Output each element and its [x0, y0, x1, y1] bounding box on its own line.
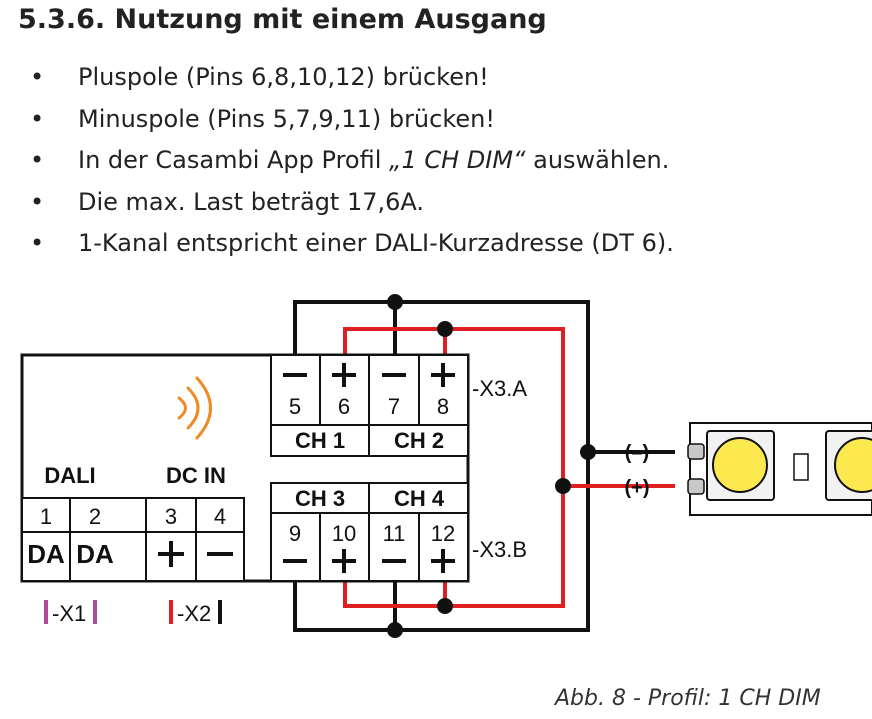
- x3a-label: -X3.A: [472, 376, 527, 401]
- dali-leads: [44, 600, 97, 624]
- pin-number: 5: [289, 394, 301, 419]
- pin-number: 7: [388, 394, 400, 419]
- profile-name: „1 CH DIM“: [389, 146, 526, 174]
- channel-label: CH 2: [394, 428, 444, 453]
- pin-number: 4: [214, 504, 226, 529]
- x1-label: -X1: [52, 601, 86, 626]
- led-strip: [687, 422, 872, 516]
- instruction-text: Die max. Last beträgt 17,6A.: [78, 187, 425, 216]
- pin-symbols-x3b: [283, 549, 455, 573]
- dali-signal-label: DA: [76, 539, 114, 569]
- connector-x3b: [270, 482, 469, 582]
- dc-pin-symbols: [158, 541, 233, 567]
- figure-caption: Abb. 8 - Profil: 1 CH DIM: [555, 686, 821, 711]
- pin-number: 2: [89, 504, 101, 529]
- x2-label: -X2: [177, 601, 211, 626]
- instruction-text: auswählen.: [525, 146, 670, 174]
- connector-x3a: [270, 354, 469, 457]
- wireless-icon: [177, 376, 212, 440]
- instruction-item: In der Casambi App Profil „1 CH DIM“ aus…: [30, 145, 674, 187]
- dcin-label: DC IN: [166, 463, 226, 488]
- pin-number: 3: [165, 504, 177, 529]
- instruction-list: Pluspole (Pins 6,8,10,12) brücken! Minus…: [30, 62, 674, 270]
- channel-label: CH 3: [295, 486, 345, 511]
- instruction-text: Pluspole (Pins 6,8,10,12) brücken!: [78, 63, 489, 91]
- junction-dots: [387, 294, 596, 638]
- pin-number: 1: [40, 504, 52, 529]
- dali-label: DALI: [44, 463, 95, 488]
- pin-number: 11: [383, 521, 406, 546]
- instruction-text: Minuspole (Pins 5,7,9,11) brücken!: [78, 104, 495, 133]
- terminal-block-x1-x2: [21, 497, 245, 582]
- instruction-item: 1-Kanal entspricht einer DALI-Kurzadress…: [30, 228, 674, 270]
- pin-number: 12: [431, 521, 455, 546]
- instruction-text: 1-Kanal entspricht einer DALI-Kurzadress…: [78, 229, 674, 257]
- pin-number: 10: [332, 521, 356, 546]
- instruction-text: In der Casambi App Profil: [78, 146, 390, 174]
- section-heading: 5.3.6. Nutzung mit einem Ausgang: [18, 4, 547, 35]
- pin-number: 8: [437, 394, 449, 419]
- led-plus-label: (+): [625, 477, 650, 499]
- pin-symbols-x3a: [283, 363, 455, 387]
- instruction-item: Die max. Last beträgt 17,6A.: [30, 187, 674, 229]
- dali-signal-label: DA: [27, 539, 65, 569]
- channel-label: CH 1: [295, 428, 345, 453]
- pin-number: 6: [338, 394, 350, 419]
- led-minus-label: (–): [625, 442, 649, 464]
- pin-number: 9: [289, 521, 301, 546]
- channel-label: CH 4: [394, 486, 445, 511]
- x3b-label: -X3.B: [472, 537, 527, 562]
- instruction-item: Minuspole (Pins 5,7,9,11) brücken!: [30, 104, 674, 146]
- instruction-item: Pluspole (Pins 6,8,10,12) brücken!: [30, 62, 674, 104]
